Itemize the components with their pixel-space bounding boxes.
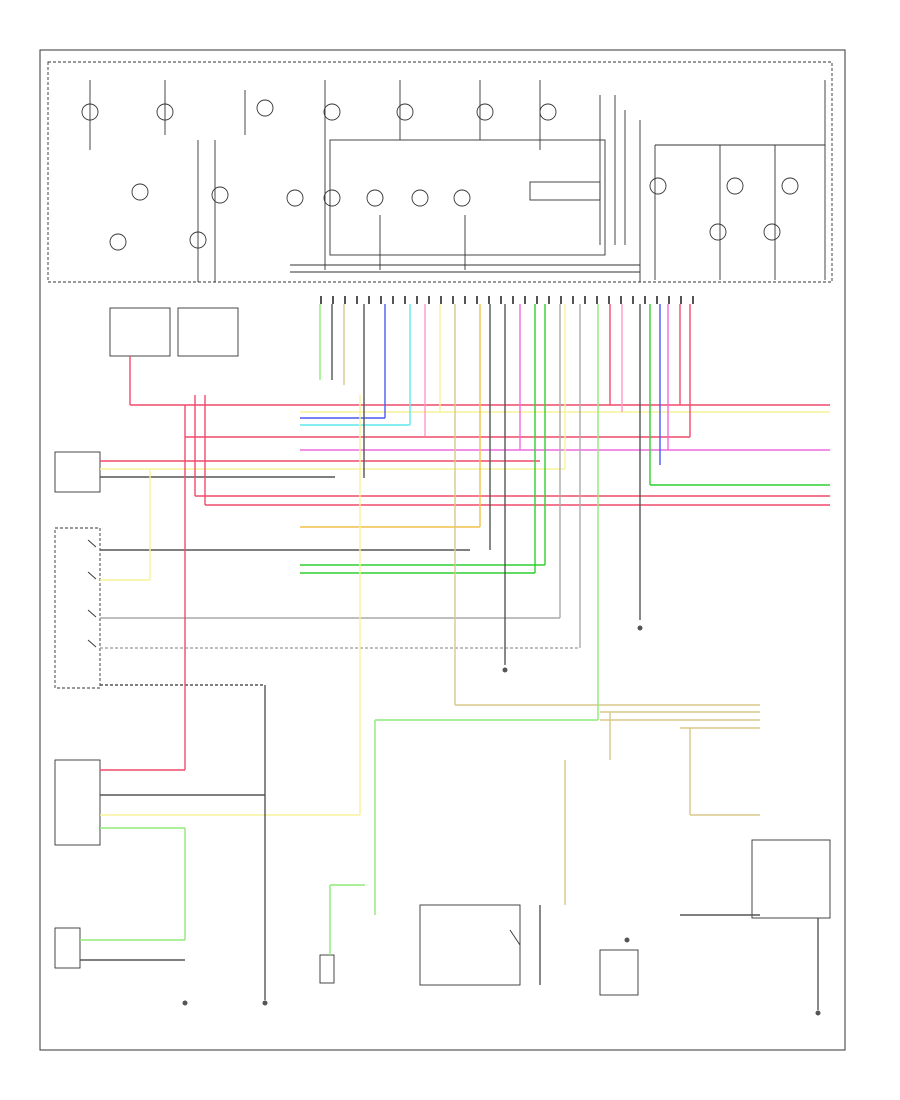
switch-icon bbox=[87, 639, 97, 648]
ground-icon bbox=[815, 1010, 821, 1016]
bulb-row-1 bbox=[81, 80, 557, 270]
connector-pin bbox=[344, 296, 346, 304]
bulb bbox=[366, 189, 384, 207]
bulb bbox=[476, 103, 494, 121]
ground-icon bbox=[624, 937, 630, 943]
bulb bbox=[726, 177, 744, 195]
connector-pin bbox=[476, 296, 478, 304]
sensor-small-left bbox=[54, 927, 81, 969]
connector-pin bbox=[452, 296, 454, 304]
bulb bbox=[709, 223, 727, 241]
connector-pin bbox=[692, 296, 694, 304]
connector-pin bbox=[656, 296, 658, 304]
connector-pin bbox=[500, 296, 502, 304]
connector-pin bbox=[512, 296, 514, 304]
bulb bbox=[411, 189, 429, 207]
cluster-module bbox=[329, 139, 606, 256]
switch-icon bbox=[87, 539, 97, 548]
connector-pin bbox=[524, 296, 526, 304]
connector-pin bbox=[428, 296, 430, 304]
connector-pin bbox=[320, 296, 322, 304]
bulb bbox=[323, 103, 341, 121]
bulb bbox=[131, 183, 149, 201]
module-left-1 bbox=[109, 307, 171, 357]
instrument-cluster-box bbox=[47, 61, 833, 283]
bulb bbox=[286, 189, 304, 207]
switch-icon bbox=[87, 571, 97, 580]
diagram-frame bbox=[39, 49, 846, 1051]
bulb bbox=[539, 103, 557, 121]
connector-pin bbox=[404, 296, 406, 304]
bulb-row-2 bbox=[109, 80, 826, 282]
ground-icon bbox=[502, 667, 508, 673]
switch-array-left bbox=[54, 527, 101, 689]
connector-pin bbox=[620, 296, 622, 304]
connector-pin bbox=[536, 296, 538, 304]
module-center-bottom bbox=[419, 904, 521, 986]
switch-icon bbox=[87, 609, 97, 618]
ground-points bbox=[182, 625, 821, 1016]
wire-harness-vertical bbox=[129, 304, 819, 1010]
switch-icon bbox=[509, 929, 521, 946]
bulb bbox=[763, 223, 781, 241]
connector-pin bbox=[368, 296, 370, 304]
connector-pin bbox=[608, 296, 610, 304]
cluster-connector bbox=[320, 296, 694, 304]
connector-pin bbox=[596, 296, 598, 304]
connector-pin bbox=[680, 296, 682, 304]
connector-pin bbox=[440, 296, 442, 304]
bulb bbox=[781, 177, 799, 195]
connector-pin bbox=[332, 296, 334, 304]
connector-pin bbox=[584, 296, 586, 304]
sensor-center-bottom bbox=[599, 949, 639, 996]
bulb bbox=[256, 99, 274, 117]
ground-icon bbox=[637, 625, 643, 631]
connector-pin bbox=[632, 296, 634, 304]
module-left-2 bbox=[177, 307, 239, 357]
connector-pin bbox=[572, 296, 574, 304]
sensor-left-bottom bbox=[319, 954, 335, 984]
connector-pin bbox=[560, 296, 562, 304]
module-right-bottom bbox=[751, 839, 831, 919]
bulb bbox=[649, 177, 667, 195]
connector-pin bbox=[464, 296, 466, 304]
connector-pin bbox=[644, 296, 646, 304]
connector-pin bbox=[380, 296, 382, 304]
switch-block-left bbox=[54, 451, 101, 493]
connector-pin bbox=[392, 296, 394, 304]
connector-pin bbox=[548, 296, 550, 304]
connector-pin bbox=[356, 296, 358, 304]
connector-pin bbox=[416, 296, 418, 304]
bulb bbox=[109, 233, 127, 251]
switch-contacts bbox=[87, 539, 521, 946]
bulb bbox=[453, 189, 471, 207]
bulb bbox=[211, 186, 229, 204]
ground-icon bbox=[262, 1000, 268, 1006]
cluster-submodule bbox=[529, 181, 601, 201]
bulb bbox=[396, 103, 414, 121]
connector-pin bbox=[488, 296, 490, 304]
sensor-block-left bbox=[54, 759, 101, 846]
bulb bbox=[323, 189, 341, 207]
ground-icon bbox=[182, 1000, 188, 1006]
connector-pin bbox=[668, 296, 670, 304]
